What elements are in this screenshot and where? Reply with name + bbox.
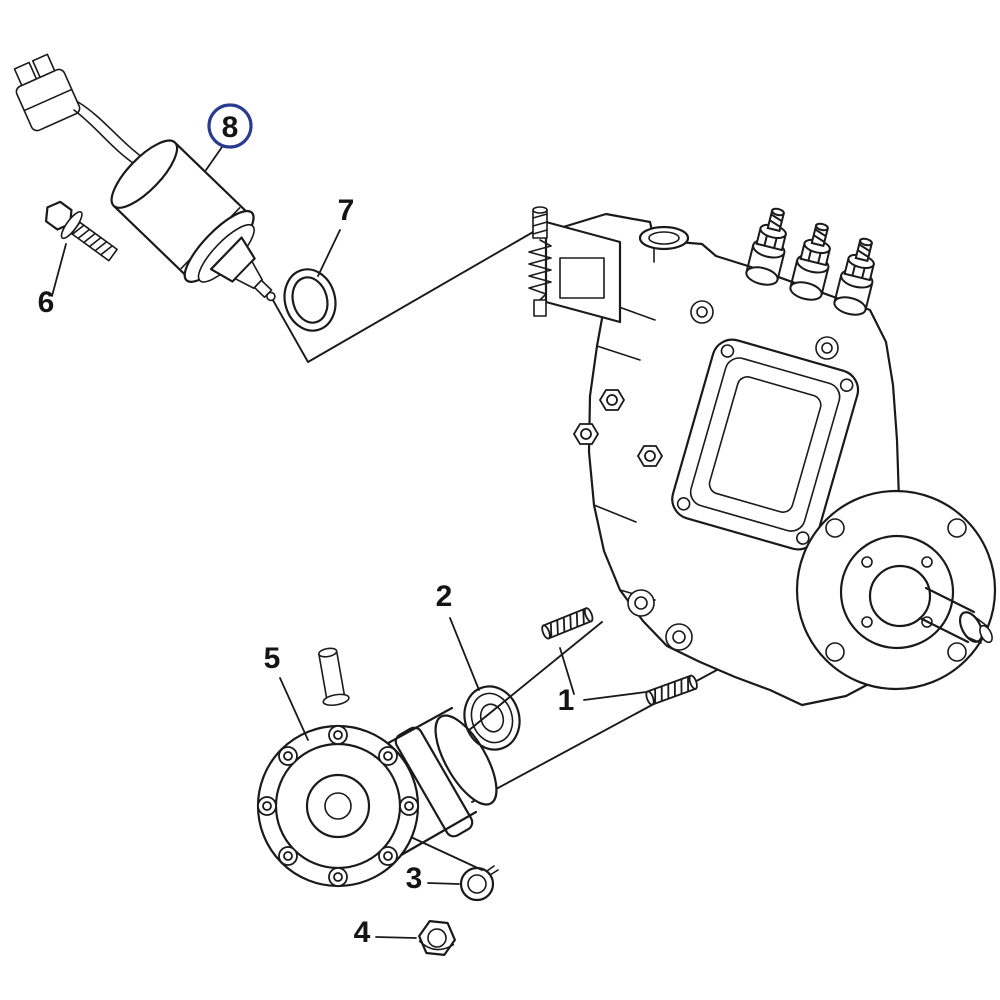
bracket-drawing bbox=[544, 220, 622, 324]
feed-pump-nipple bbox=[318, 647, 350, 707]
drive-shaft-drawing bbox=[918, 586, 993, 644]
callout-8-label: 8 bbox=[222, 111, 239, 144]
callout-7: 7 bbox=[317, 194, 355, 277]
callout-6: 6 bbox=[38, 243, 67, 319]
callout-3: 3 bbox=[406, 862, 460, 895]
callout-4-label: 4 bbox=[354, 916, 371, 949]
callout-8-circle bbox=[207, 103, 253, 149]
callout-3-label: 3 bbox=[406, 862, 423, 895]
washer-drawing bbox=[463, 685, 521, 751]
stud-1b-drawing bbox=[643, 673, 700, 707]
feed-pump-drawing bbox=[256, 647, 498, 888]
nut-drawing bbox=[417, 920, 457, 956]
callout-4: 4 bbox=[354, 916, 417, 949]
connector-drawing bbox=[13, 53, 81, 132]
callout-8: 8 bbox=[205, 103, 253, 171]
lock-washer-drawing bbox=[459, 865, 499, 902]
callout-1-label: 1 bbox=[558, 684, 575, 717]
mounting-flange-drawing bbox=[795, 489, 997, 691]
spring-stud-drawing bbox=[528, 206, 552, 317]
filler-cap-drawing bbox=[638, 225, 690, 251]
bolt-drawing bbox=[44, 200, 118, 262]
wire-drawing bbox=[73, 101, 147, 169]
callout-2-label: 2 bbox=[436, 580, 453, 613]
callout-6-label: 6 bbox=[38, 286, 55, 319]
callout-1: 1 bbox=[558, 647, 647, 717]
callout-7-label: 7 bbox=[338, 194, 355, 227]
o-ring-drawing bbox=[283, 268, 337, 332]
callout-5-label: 5 bbox=[264, 642, 281, 675]
cover-plate-drawing bbox=[671, 338, 860, 551]
callout-5: 5 bbox=[264, 642, 309, 741]
callout-2: 2 bbox=[436, 580, 480, 691]
solenoid-drawing bbox=[110, 139, 276, 302]
